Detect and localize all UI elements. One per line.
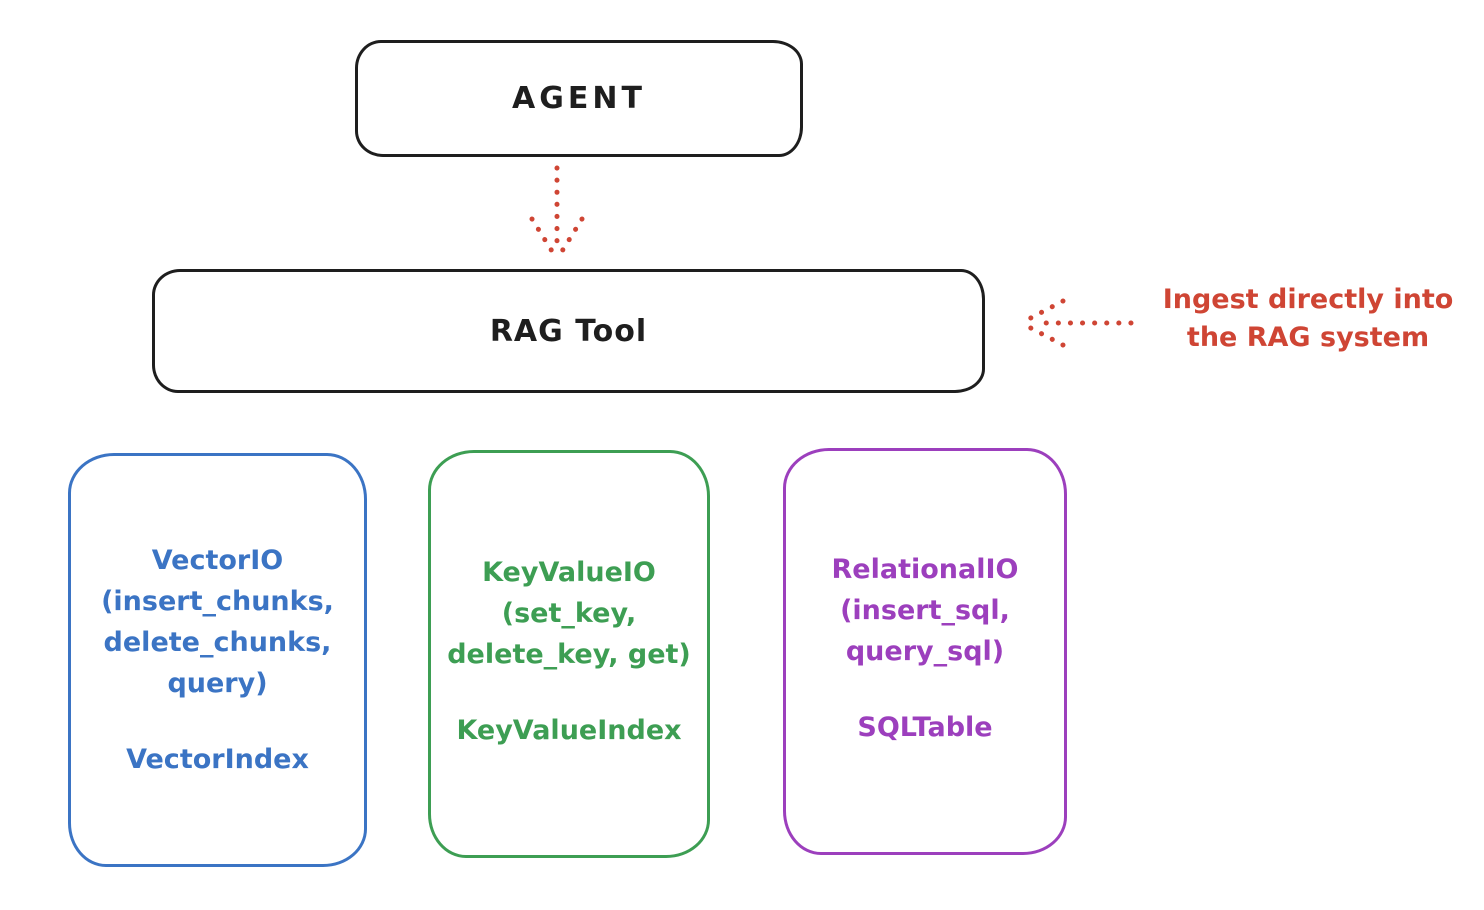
agent-node: AGENT [355, 40, 803, 157]
vector-index-label: VectorIndex [126, 744, 309, 775]
annotation-to-ragtool-arrow-icon [1022, 298, 1134, 348]
keyvalue-io-node: KeyValueIO (set_key, delete_key, get) Ke… [428, 450, 710, 858]
relational-io-node: RelationalIO (insert_sql, query_sql) SQL… [783, 448, 1067, 855]
relational-io-text: RelationalIO (insert_sql, query_sql) [831, 554, 1019, 667]
keyvalue-io-text: KeyValueIO (set_key, delete_key, get) [447, 557, 691, 670]
ingest-annotation: Ingest directly into the RAG system [1142, 281, 1474, 357]
ingest-annotation-line2: the RAG system [1186, 322, 1430, 353]
vector-io-text: VectorIO (insert_chunks, delete_chunks, … [101, 545, 334, 699]
rag-tool-label: RAG Tool [489, 313, 648, 349]
ingest-annotation-line1: Ingest directly into [1162, 284, 1454, 315]
sql-table-label: SQLTable [857, 712, 993, 743]
rag-tool-node: RAG Tool [152, 269, 985, 393]
agent-label: AGENT [512, 81, 646, 116]
keyvalue-index-label: KeyValueIndex [456, 715, 682, 746]
agent-to-ragtool-arrow-icon [529, 165, 585, 259]
vector-io-node: VectorIO (insert_chunks, delete_chunks, … [68, 453, 367, 867]
